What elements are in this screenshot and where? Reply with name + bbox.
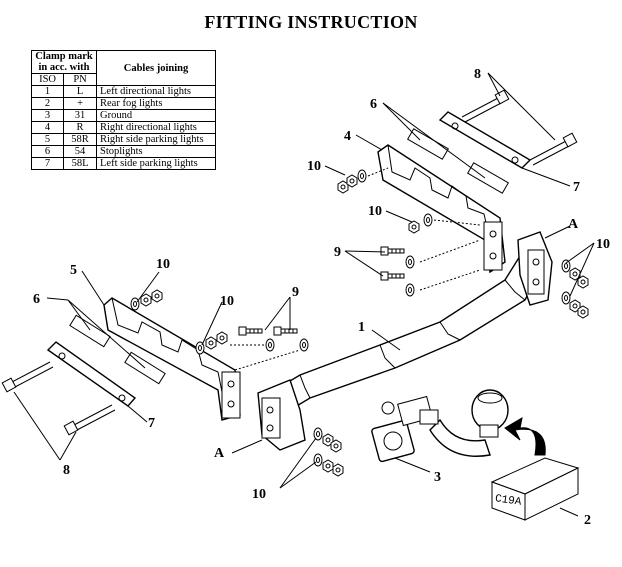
label-10-left-top: 10 <box>156 257 170 272</box>
label-1: 1 <box>358 320 365 335</box>
cable-cell: Left side parking lights <box>96 157 216 170</box>
label-10-right-top: 10 <box>307 159 321 174</box>
part-box: C19A <box>490 457 580 521</box>
label-6-right: 6 <box>370 97 377 112</box>
hardware-left-bracket <box>130 289 309 371</box>
left-mounting-bracket <box>103 297 241 421</box>
part-code: C19A <box>494 493 522 509</box>
label-9-right: 9 <box>334 245 341 260</box>
label-3: 3 <box>434 470 441 485</box>
hardware-right-top <box>337 167 481 297</box>
header-cables-joining: Cables joining <box>96 50 216 86</box>
tow-ball <box>429 389 509 457</box>
label-10-right-end: 10 <box>596 237 610 252</box>
callout-labels: 8 6 4 7 10 10 9 A 10 5 6 10 10 9 1 7 A 8… <box>33 67 610 528</box>
right-plate <box>406 111 532 194</box>
label-10-right-mid: 10 <box>368 204 382 219</box>
label-5: 5 <box>70 263 77 278</box>
right-mounting-bracket <box>377 144 506 274</box>
iso-cell: 7 <box>30 157 65 170</box>
right-long-bolts <box>461 89 578 166</box>
label-6-left: 6 <box>33 292 40 307</box>
label-9-left: 9 <box>292 285 299 300</box>
label-2: 2 <box>584 513 591 528</box>
electric-socket <box>371 395 439 463</box>
main-crossbar <box>257 231 553 451</box>
wiring-table: Clamp mark in acc. with Cables joining I… <box>30 50 216 170</box>
label-a-left: A <box>214 446 225 461</box>
label-a-right: A <box>568 217 579 232</box>
hardware-right-end <box>561 259 589 319</box>
page-title: FITTING INSTRUCTION <box>204 12 418 32</box>
label-4: 4 <box>344 129 351 144</box>
left-long-bolts <box>1 361 116 436</box>
label-10-left-mid: 10 <box>220 294 234 309</box>
label-7-right: 7 <box>573 180 580 195</box>
label-8-right: 8 <box>474 67 481 82</box>
header-clamp-mark: Clamp mark in acc. with <box>31 50 97 74</box>
leader-lines <box>13 72 595 517</box>
curved-arrow <box>504 417 546 456</box>
label-7-left: 7 <box>148 416 155 431</box>
hardware-left-end <box>313 427 344 477</box>
label-8-left: 8 <box>63 463 70 478</box>
label-10-left-bottom: 10 <box>252 487 266 502</box>
